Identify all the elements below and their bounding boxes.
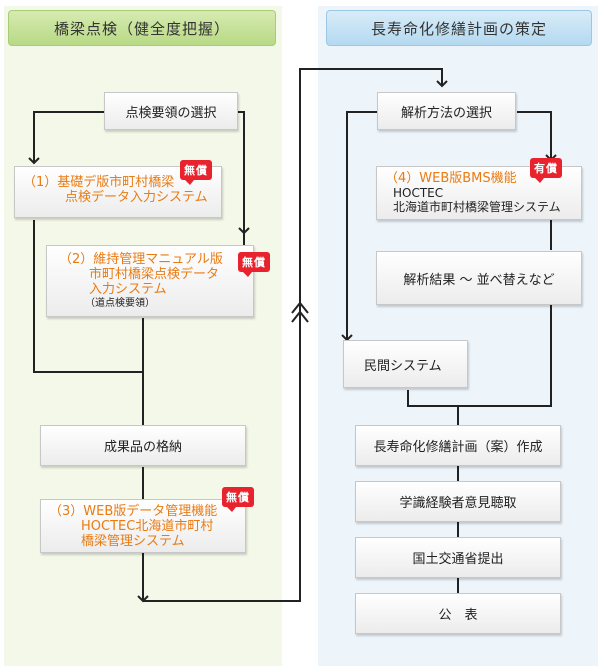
step-plan-draft: 長寿命化修繕計画（案）作成 (355, 425, 561, 466)
deliverable-storage: 成果品の格納 (40, 425, 246, 466)
arrow-select-to-private (341, 111, 377, 342)
system-2-line1: （2）維持管理マニュアル版 (59, 252, 223, 267)
up-chevron-icon (291, 301, 309, 314)
private-system: 民間システム (343, 340, 468, 388)
system-2-line4: （道点検要領） (85, 298, 155, 309)
system-3-box: （3）WEB版データ管理機能 HOCTEC北海道市町村 橋梁管理システム (40, 499, 246, 553)
right-header-title: 長寿命化修繕計画の策定 (326, 10, 592, 46)
system-2-line3: 入力システム (89, 282, 167, 297)
step-mlit-submission: 国土交通省提出 (355, 537, 561, 578)
inspection-guideline-selection: 点検要領の選択 (104, 92, 238, 130)
arrow-select-to-sys4 (517, 111, 557, 162)
system-4-line2: HOCTEC (393, 186, 444, 200)
system-4-line3: 北海道市町村橋梁管理システム (393, 200, 561, 214)
arrow-select-to-sys1 (28, 111, 104, 165)
system-3-line2: HOCTEC北海道市町村 (81, 519, 214, 534)
line-private-down (407, 390, 459, 425)
step-publication: 公 表 (355, 593, 561, 634)
step-expert-hearing: 学識経験者意見聴取 (355, 481, 561, 522)
free-badge-2: 無償 (238, 252, 270, 277)
line-to-right (143, 68, 448, 602)
system-1-line2: 点検データ入力システム (65, 190, 208, 205)
system-2-line2: 市町村橋梁点検データ (89, 267, 220, 282)
free-badge-1: 無償 (180, 160, 212, 185)
analysis-results: 解析結果 ～ 並べ替えなど (376, 251, 582, 305)
analysis-method-selection: 解析方法の選択 (377, 92, 516, 130)
left-header-title: 橋梁点検（健全度把握） (8, 10, 276, 46)
system-3-line1: （3）WEB版データ管理機能 (49, 504, 218, 519)
line-results-down (455, 305, 552, 407)
system-3-line3: 橋梁管理システム (81, 534, 185, 549)
line-sys1-down (33, 220, 143, 373)
free-badge-3: 無償 (222, 487, 254, 512)
system-2-box: （2）維持管理マニュアル版 市町村橋梁点検データ 入力システム （道点検要領） (46, 245, 254, 317)
up-chevron-icon-2 (291, 310, 309, 323)
system-4-line1: （4）WEB版BMS機能 (385, 171, 517, 186)
system-1-line1: （1）基礎デ版市町村橋梁 (23, 175, 175, 190)
paid-badge: 有償 (530, 158, 562, 183)
